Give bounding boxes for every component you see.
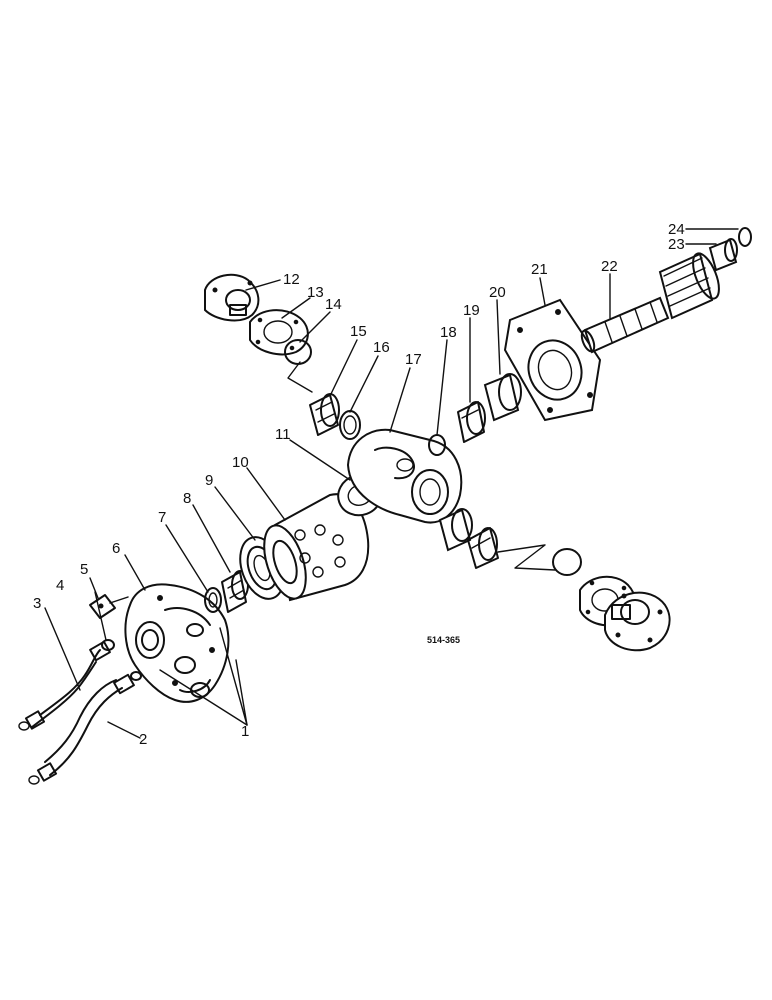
label-17: 17 <box>405 351 422 368</box>
o-ring-lower <box>552 548 582 576</box>
label-8: 8 <box>183 490 191 507</box>
label-3: 3 <box>33 595 41 612</box>
label-14: 14 <box>325 296 342 313</box>
label-5: 5 <box>80 561 88 578</box>
bearing-7 <box>204 587 222 613</box>
label-15: 15 <box>350 323 367 340</box>
hose-2 <box>28 673 135 785</box>
snap-ring-24 <box>738 227 752 247</box>
leader-lines <box>44 228 739 739</box>
hose-3 <box>18 640 111 731</box>
label-4: 4 <box>56 577 64 594</box>
label-20: 20 <box>489 284 506 301</box>
label-10: 10 <box>232 454 249 471</box>
pump-housing-6 <box>124 583 230 703</box>
figure-code: 514-365 <box>427 635 460 645</box>
label-18: 18 <box>440 324 457 341</box>
bearing-cone-lower <box>467 527 499 569</box>
shaft-22 <box>580 252 720 354</box>
label-7: 7 <box>158 509 166 526</box>
label-2: 2 <box>139 731 147 748</box>
plate-5 <box>89 594 116 619</box>
label-21: 21 <box>531 261 548 278</box>
label-16: 16 <box>373 339 390 356</box>
cover-12 <box>204 273 260 322</box>
label-23: 23 <box>668 236 685 253</box>
end-cover-lower <box>604 591 671 652</box>
label-19: 19 <box>463 302 480 319</box>
label-12: 12 <box>283 271 300 288</box>
assembly-lines <box>109 361 556 604</box>
label-24: 24 <box>668 221 685 238</box>
part-labels: 1 2 3 4 5 6 7 8 9 10 11 12 13 14 15 16 1… <box>33 221 685 748</box>
bearing-cup-16 <box>339 410 361 440</box>
bearing-cup-20 <box>483 373 522 422</box>
label-13: 13 <box>307 284 324 301</box>
cylinder-block-10 <box>263 493 370 602</box>
label-11: 11 <box>275 426 291 443</box>
cover-plate-21 <box>503 298 602 422</box>
label-9: 9 <box>205 472 213 489</box>
label-22: 22 <box>601 258 618 275</box>
label-6: 6 <box>112 540 120 557</box>
gasket-13 <box>249 309 309 356</box>
bearing-23 <box>708 238 738 272</box>
taper-bearing-15 <box>309 393 340 436</box>
bearing-cone-19 <box>457 401 486 443</box>
label-1: 1 <box>241 723 249 740</box>
